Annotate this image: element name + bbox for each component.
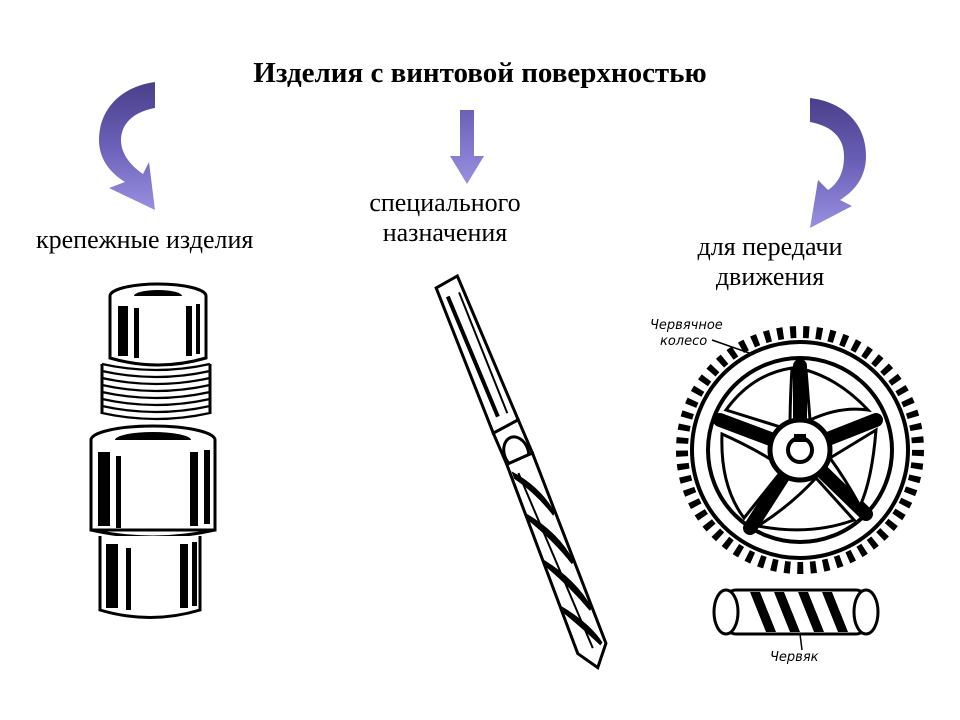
down-arrow-icon [450,110,484,184]
curved-arrow-right-icon [810,98,866,228]
category-motion-line2: движения [715,262,825,291]
worm-gear-illustration [676,326,924,651]
category-special-purpose: специального назначения [330,188,560,248]
category-special-line2: назначения [382,218,508,247]
callout-worm-wheel-line2: колесо [660,334,708,349]
callout-worm: Червяк [770,650,819,665]
callout-worm-wheel-line1: Червячное [650,318,723,333]
threaded-fitting-illustration [89,282,217,619]
diagram-title: Изделия с винтовой поверхностью [253,57,707,89]
curved-arrow-left-icon [99,82,155,210]
category-special-line1: специального [369,188,521,217]
drill-illustration [434,273,608,670]
category-motion-transfer: для передачи движения [650,232,890,292]
category-motion-line1: для передачи [697,232,843,261]
category-fasteners: крепежные изделия [36,225,254,254]
callout-worm-wheel: Червячное колесо [650,318,723,350]
